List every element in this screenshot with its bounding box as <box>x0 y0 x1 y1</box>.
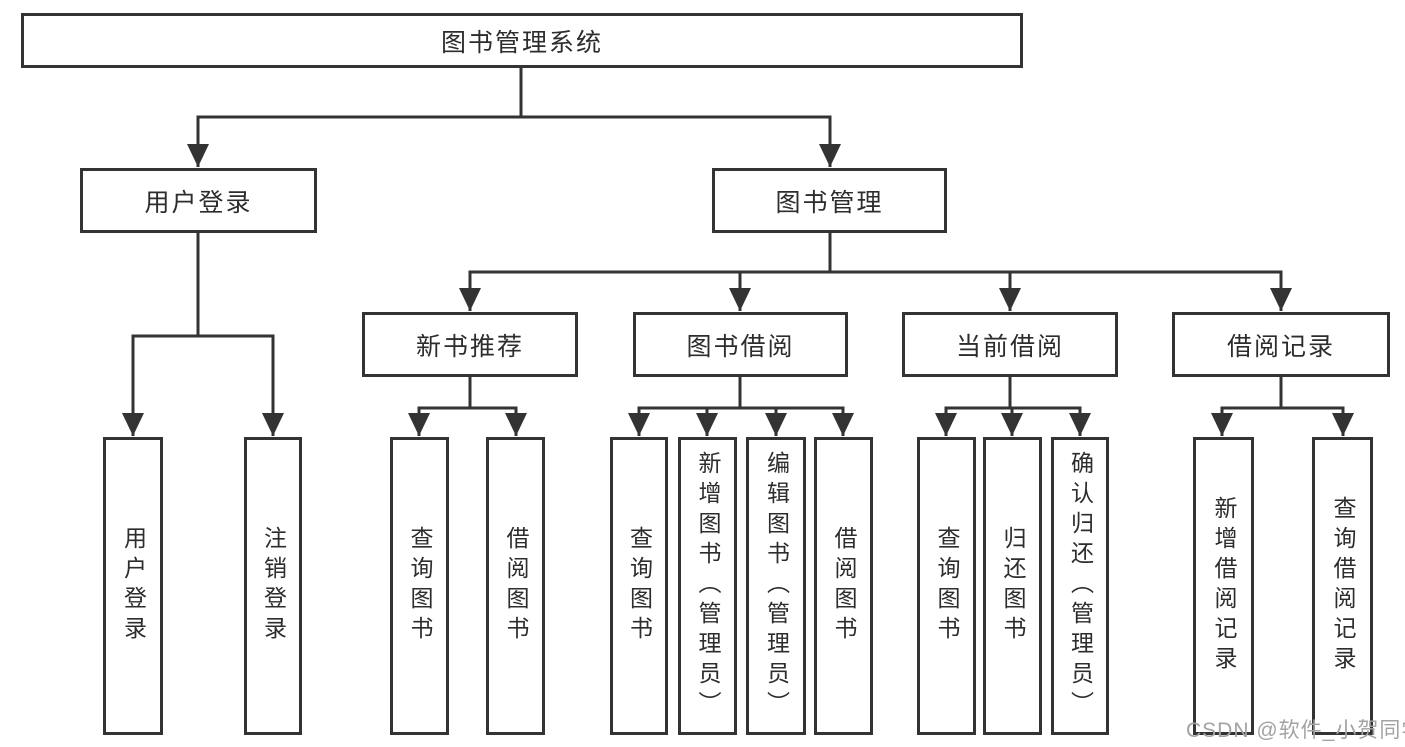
node-label: 借阅图书 <box>503 526 529 646</box>
node-book-borrowing: 图书借阅 <box>633 312 848 377</box>
node-borrow-book-leaf-2: 借阅图书 <box>814 437 873 735</box>
node-book-management: 图书管理 <box>712 168 947 233</box>
node-user-login-leaf: 用户登录 <box>103 437 163 735</box>
node-label: 当前借阅 <box>955 332 1064 361</box>
node-label: 新增图书（管理员） <box>695 451 721 721</box>
node-borrow-book-leaf-1: 借阅图书 <box>486 437 545 735</box>
node-query-book-leaf-3: 查询图书 <box>917 437 976 735</box>
node-label: 用户登录 <box>120 526 147 646</box>
node-new-book-recommend: 新书推荐 <box>362 312 578 377</box>
node-edit-book-admin-leaf: 编辑图书（管理员） <box>746 437 806 735</box>
connector-root-to-level2 <box>187 68 841 167</box>
node-user-login: 用户登录 <box>80 168 317 233</box>
connector-book-borrow-children <box>628 377 854 436</box>
node-query-book-leaf-1: 查询图书 <box>390 437 449 735</box>
connector-new-book-rec-children <box>408 377 527 436</box>
node-label: 归还图书 <box>1000 526 1026 646</box>
node-label: 查询借阅记录 <box>1330 496 1356 676</box>
node-borrow-records: 借阅记录 <box>1172 312 1390 377</box>
node-label: 编辑图书（管理员） <box>763 451 790 721</box>
node-label: 图书借阅 <box>686 332 795 361</box>
node-confirm-return-admin-leaf: 确认归还（管理员） <box>1051 437 1109 735</box>
connector-borrow-records-children <box>1211 377 1354 436</box>
csdn-watermark: CSDN @软件_小贺同学 <box>1186 719 1405 742</box>
node-add-book-admin-leaf: 新增图书（管理员） <box>678 437 737 735</box>
node-query-borrow-record-leaf: 查询借阅记录 <box>1312 437 1373 735</box>
node-label: 查询图书 <box>626 526 653 646</box>
node-label: 新增借阅记录 <box>1211 496 1237 676</box>
node-add-borrow-record-leaf: 新增借阅记录 <box>1193 437 1254 735</box>
node-root-library-system: 图书管理系统 <box>21 13 1023 68</box>
connector-user-login-children <box>122 233 284 436</box>
node-label: 注销登录 <box>260 526 287 646</box>
node-label: 图书管理 <box>775 188 884 217</box>
node-label: 确认归还（管理员） <box>1067 451 1094 721</box>
node-label: 查询图书 <box>407 526 433 646</box>
node-logout-leaf: 注销登录 <box>244 437 302 735</box>
node-label: 新书推荐 <box>415 332 524 361</box>
node-label: 查询图书 <box>934 526 960 646</box>
node-label: 用户登录 <box>144 188 253 217</box>
node-current-borrowing: 当前借阅 <box>902 312 1118 377</box>
node-return-book-leaf: 归还图书 <box>983 437 1042 735</box>
node-label: 借阅图书 <box>831 526 857 646</box>
node-label: 图书管理系统 <box>440 28 603 57</box>
node-query-book-leaf-2: 查询图书 <box>610 437 668 735</box>
node-label: 借阅记录 <box>1226 332 1335 361</box>
connector-book-mgmt-children <box>459 233 1292 311</box>
connector-current-borrow-children <box>935 377 1091 436</box>
